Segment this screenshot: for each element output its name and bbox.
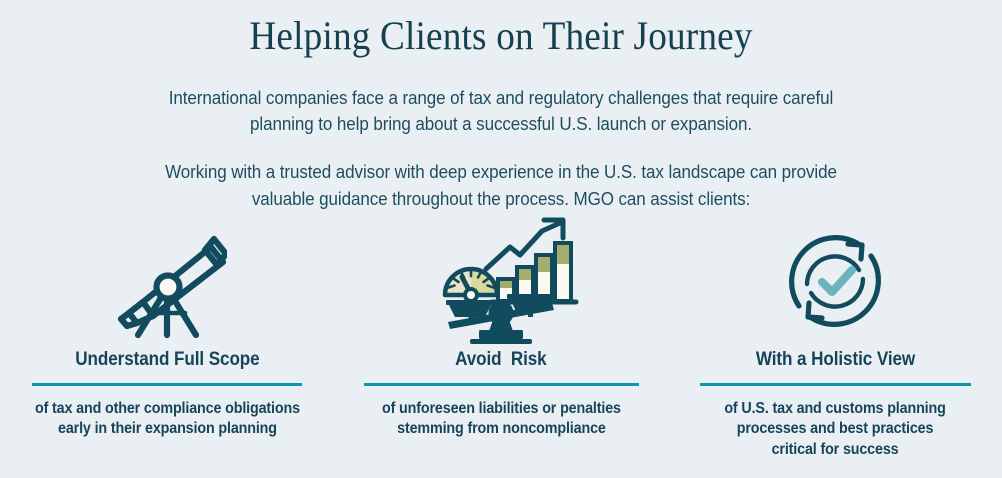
bar-chart-group — [483, 217, 578, 304]
page-title: Helping Clients on Their Journey — [249, 13, 753, 58]
benefit-columns: Understand Full Scope of tax and other c… — [0, 217, 1002, 460]
column-body-2: of unforeseen liabilities or penalties s… — [381, 400, 621, 438]
gauge-group — [442, 266, 499, 303]
column-heading-3: With a Holistic View — [755, 349, 915, 370]
telescope-icon — [107, 218, 227, 343]
intro-text-block: International companies face a range of … — [0, 85, 1002, 212]
column-divider-3 — [699, 383, 971, 386]
benefit-column-avoid-risk: Avoid Risk of unforeseen liabilities or … — [334, 217, 668, 460]
intro-paragraph-2: Working with a trusted advisor with deep… — [165, 161, 837, 209]
column-heading-1: Understand Full Scope — [74, 349, 260, 370]
header-section: Helping Clients on Their Journey Interna… — [0, 0, 1002, 212]
column-body-1: of tax and other compliance obligations … — [34, 400, 300, 438]
refresh-check-icon — [776, 218, 894, 343]
benefit-column-holistic-view: With a Holistic View of U.S. tax and cus… — [668, 218, 1002, 460]
balance-scale-gauge-chart-icon — [424, 217, 579, 344]
column-divider-2 — [363, 383, 639, 386]
column-body-3: of U.S. tax and customs planning process… — [724, 400, 946, 458]
column-heading-2: Avoid Risk — [455, 349, 547, 370]
column-divider-1 — [32, 383, 302, 386]
benefit-column-understand-full-scope: Understand Full Scope of tax and other c… — [0, 218, 334, 460]
scale-group — [445, 293, 555, 344]
intro-paragraph-1: International companies face a range of … — [168, 86, 834, 135]
